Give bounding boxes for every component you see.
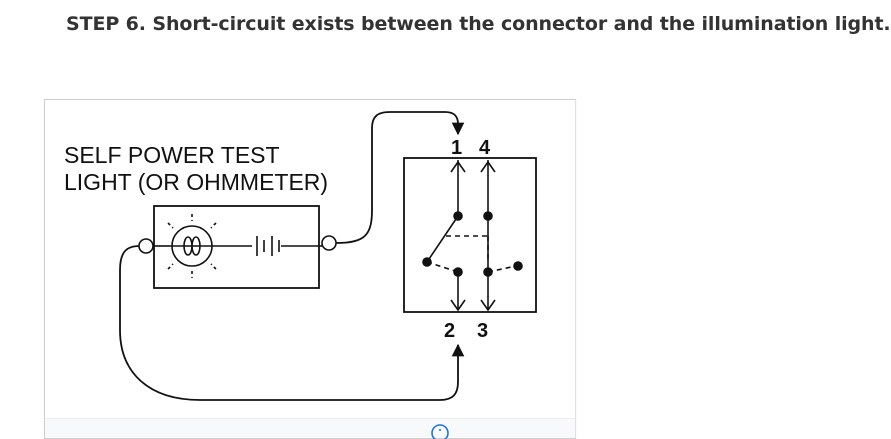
switch-contacts [422, 160, 523, 312]
terminal-4-label: 4 [479, 137, 491, 159]
tester-label-line1: SELF POWER TEST [64, 142, 280, 168]
terminal-2-label: 2 [444, 320, 455, 342]
wiring-diagram: SELF POWER TEST LIGHT (OR OHMMETER) [64, 111, 537, 439]
battery-icon [214, 236, 318, 256]
bottom-test-lead [119, 245, 465, 401]
terminal-3-label: 3 [477, 320, 488, 342]
info-icon[interactable] [431, 424, 449, 439]
tester-box [153, 205, 320, 289]
step-heading: STEP 6. Short-circuit exists between the… [66, 13, 891, 35]
card-footer [45, 418, 575, 438]
lamp-icon [167, 214, 217, 278]
connector-box [403, 157, 537, 313]
top-test-lead [335, 111, 465, 244]
terminal-1-label: 1 [451, 137, 462, 159]
tester-label-line2: LIGHT (OR OHMMETER) [64, 169, 328, 195]
lead-terminals [138, 235, 337, 254]
